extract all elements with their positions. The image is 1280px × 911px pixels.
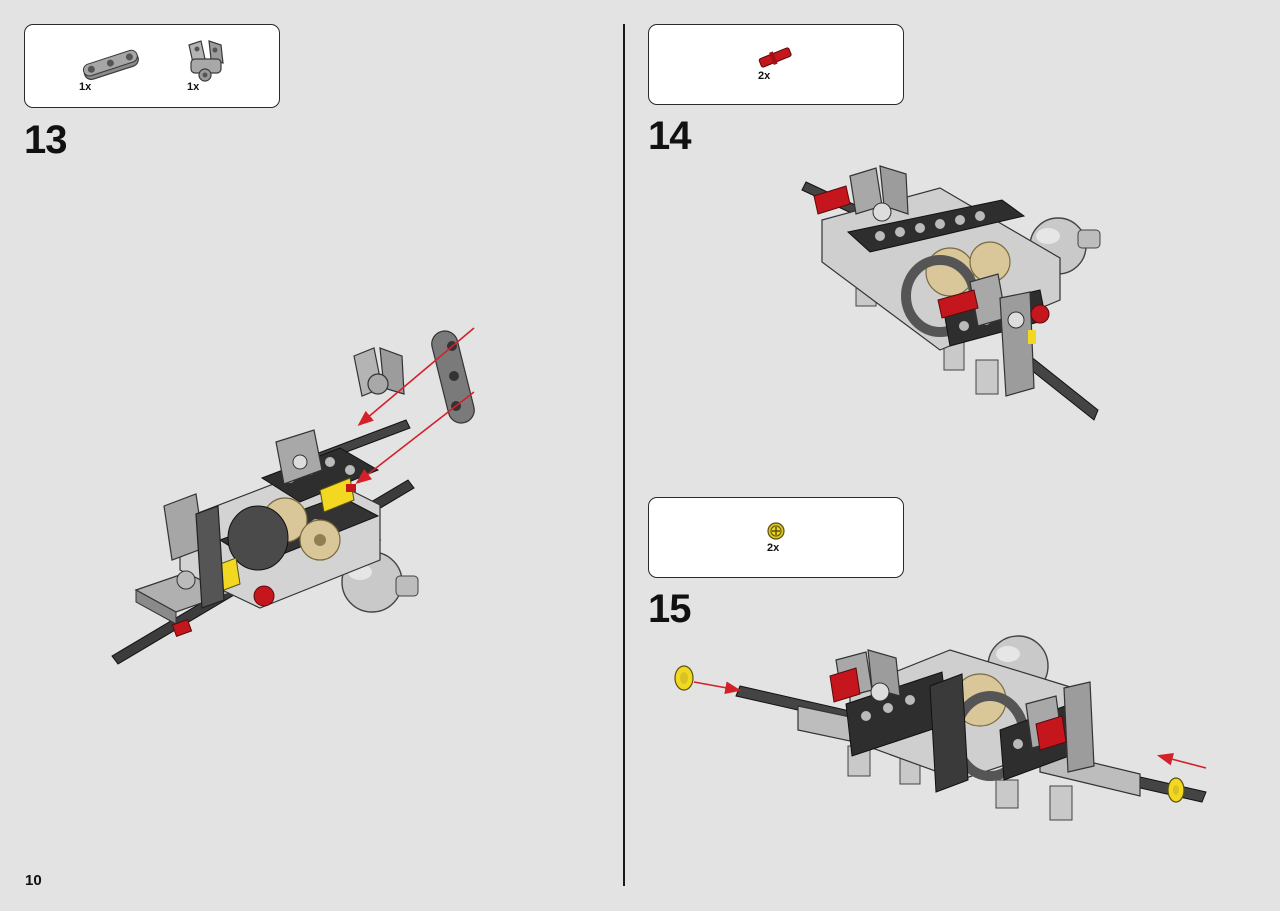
page-divider bbox=[623, 24, 625, 886]
step-13-parts-callout: 1x 1x bbox=[24, 24, 280, 108]
axle-pin-connector-icon bbox=[188, 40, 224, 82]
step-15-part-1-qty: 2x bbox=[767, 542, 780, 554]
yellow-bush-icon bbox=[767, 522, 785, 540]
liftarm-3-icon bbox=[82, 49, 139, 81]
step-14-number: 14 bbox=[648, 114, 691, 158]
red-axle-pin-icon bbox=[758, 47, 792, 68]
step-15-model bbox=[674, 635, 1207, 821]
step-15-number: 15 bbox=[648, 587, 691, 631]
page-number: 10 bbox=[25, 872, 42, 889]
step-14-part-1-qty: 2x bbox=[758, 70, 771, 82]
step-13-part-1-qty: 1x bbox=[79, 81, 92, 93]
step-13-number: 13 bbox=[24, 118, 67, 162]
step-13-model bbox=[111, 327, 475, 665]
step-15-parts-callout: 2x bbox=[648, 497, 904, 578]
step-14-model bbox=[801, 165, 1101, 421]
step-13-part-2-qty: 1x bbox=[187, 81, 200, 93]
step-14-parts-callout: 2x bbox=[648, 24, 904, 105]
